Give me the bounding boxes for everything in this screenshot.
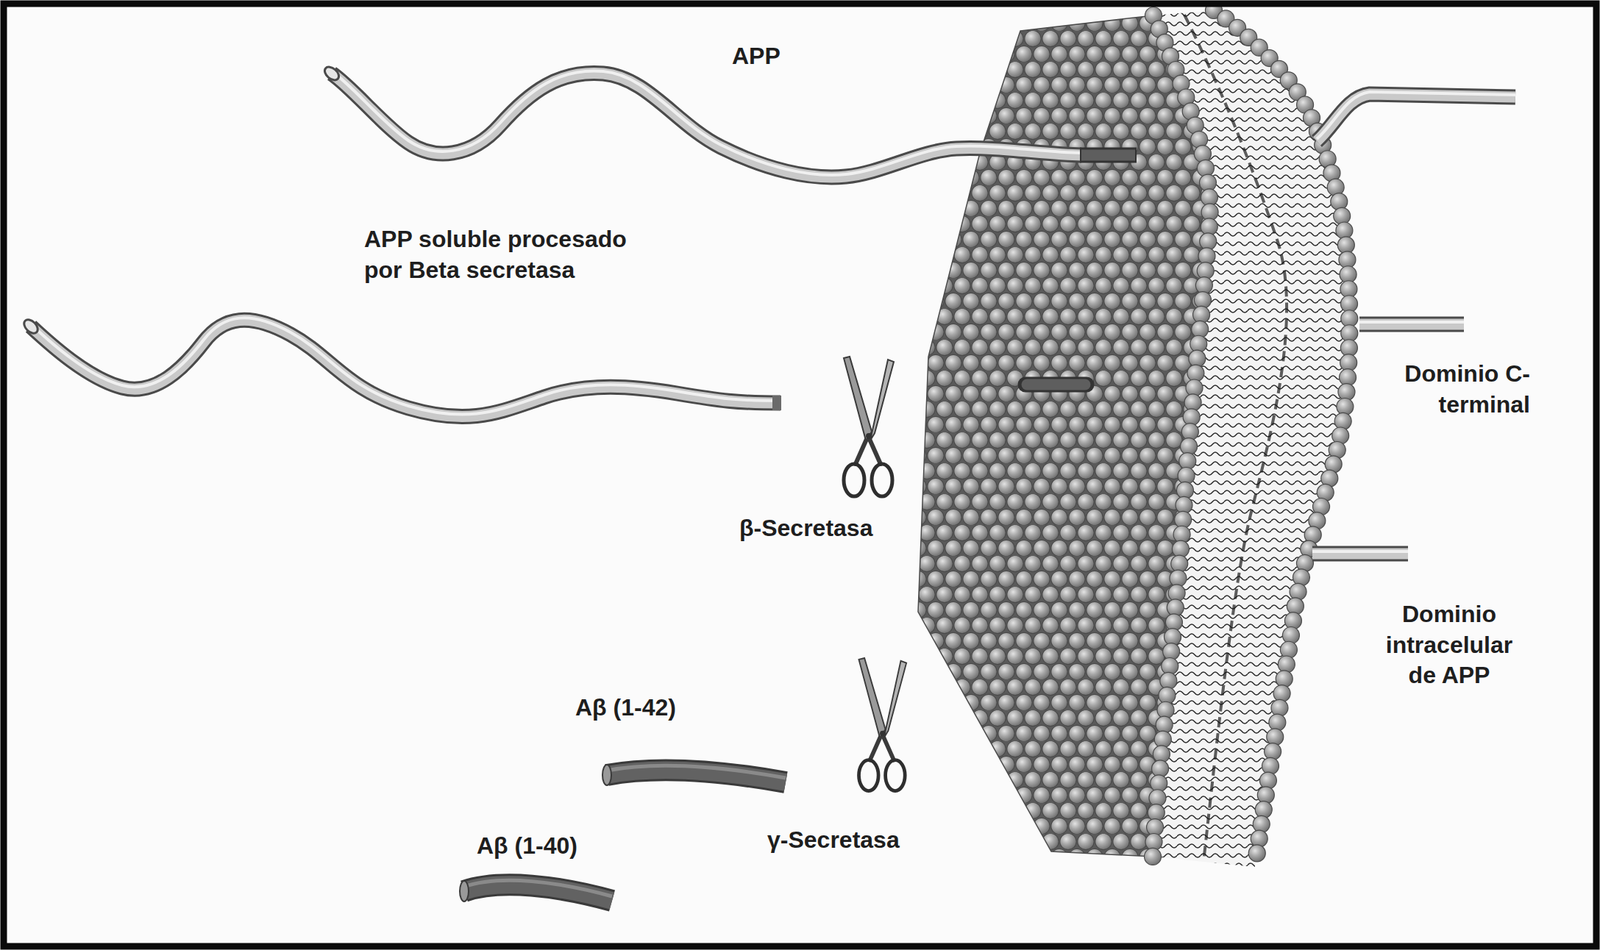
lipid-head [1334, 412, 1352, 430]
lipid-head [1277, 656, 1295, 674]
lipid-head [1333, 207, 1351, 225]
app-protein [322, 64, 1137, 178]
amyloid-fragment [459, 880, 613, 902]
enzyme-label: β-Secretasa [739, 513, 873, 545]
transmembrane-stub [1025, 384, 1087, 386]
lipid-head [1330, 193, 1348, 211]
domain-label: Dominio C- terminal [1382, 358, 1531, 421]
lipid-head [1271, 699, 1289, 717]
protein-label: APP [731, 41, 781, 73]
scissors-symbol [859, 658, 908, 792]
lipid-head [1254, 801, 1272, 819]
scissors-symbol [843, 356, 894, 497]
enzyme-label: γ-Secretasa [767, 825, 900, 857]
lipid-head [1273, 685, 1291, 703]
lipid-head [1289, 583, 1307, 601]
lipid-head [1261, 757, 1279, 775]
bilayer-midplane [1184, 14, 1287, 863]
lipid-head [1259, 772, 1277, 790]
lipid-head [1193, 145, 1211, 163]
lipid-heads [1144, 7, 1219, 866]
domain-label: Dominio intracelular de APP [1375, 599, 1523, 692]
lipid-head [1275, 670, 1293, 688]
lipid-head [1266, 729, 1284, 746]
lipid-head [1144, 848, 1162, 866]
fragment-label: APP soluble procesado por Beta secretasa [364, 224, 670, 286]
amyloid-fragment [602, 765, 786, 786]
lipid-head [1252, 815, 1270, 833]
lipid-head [1257, 787, 1275, 805]
peptide-label: Aβ (1-40) [476, 831, 578, 863]
lipid-head [1282, 626, 1300, 644]
lipid-head [1248, 845, 1266, 863]
lipid-head [1280, 641, 1297, 659]
lipid-head [1196, 159, 1214, 177]
lipid-head [1268, 714, 1286, 732]
frame [3, 3, 1597, 947]
soluble-app [21, 317, 782, 417]
peptide-label: Aβ (1-42) [575, 692, 677, 724]
intracellular-domain [1312, 91, 1516, 554]
lipid-head [1264, 743, 1282, 761]
